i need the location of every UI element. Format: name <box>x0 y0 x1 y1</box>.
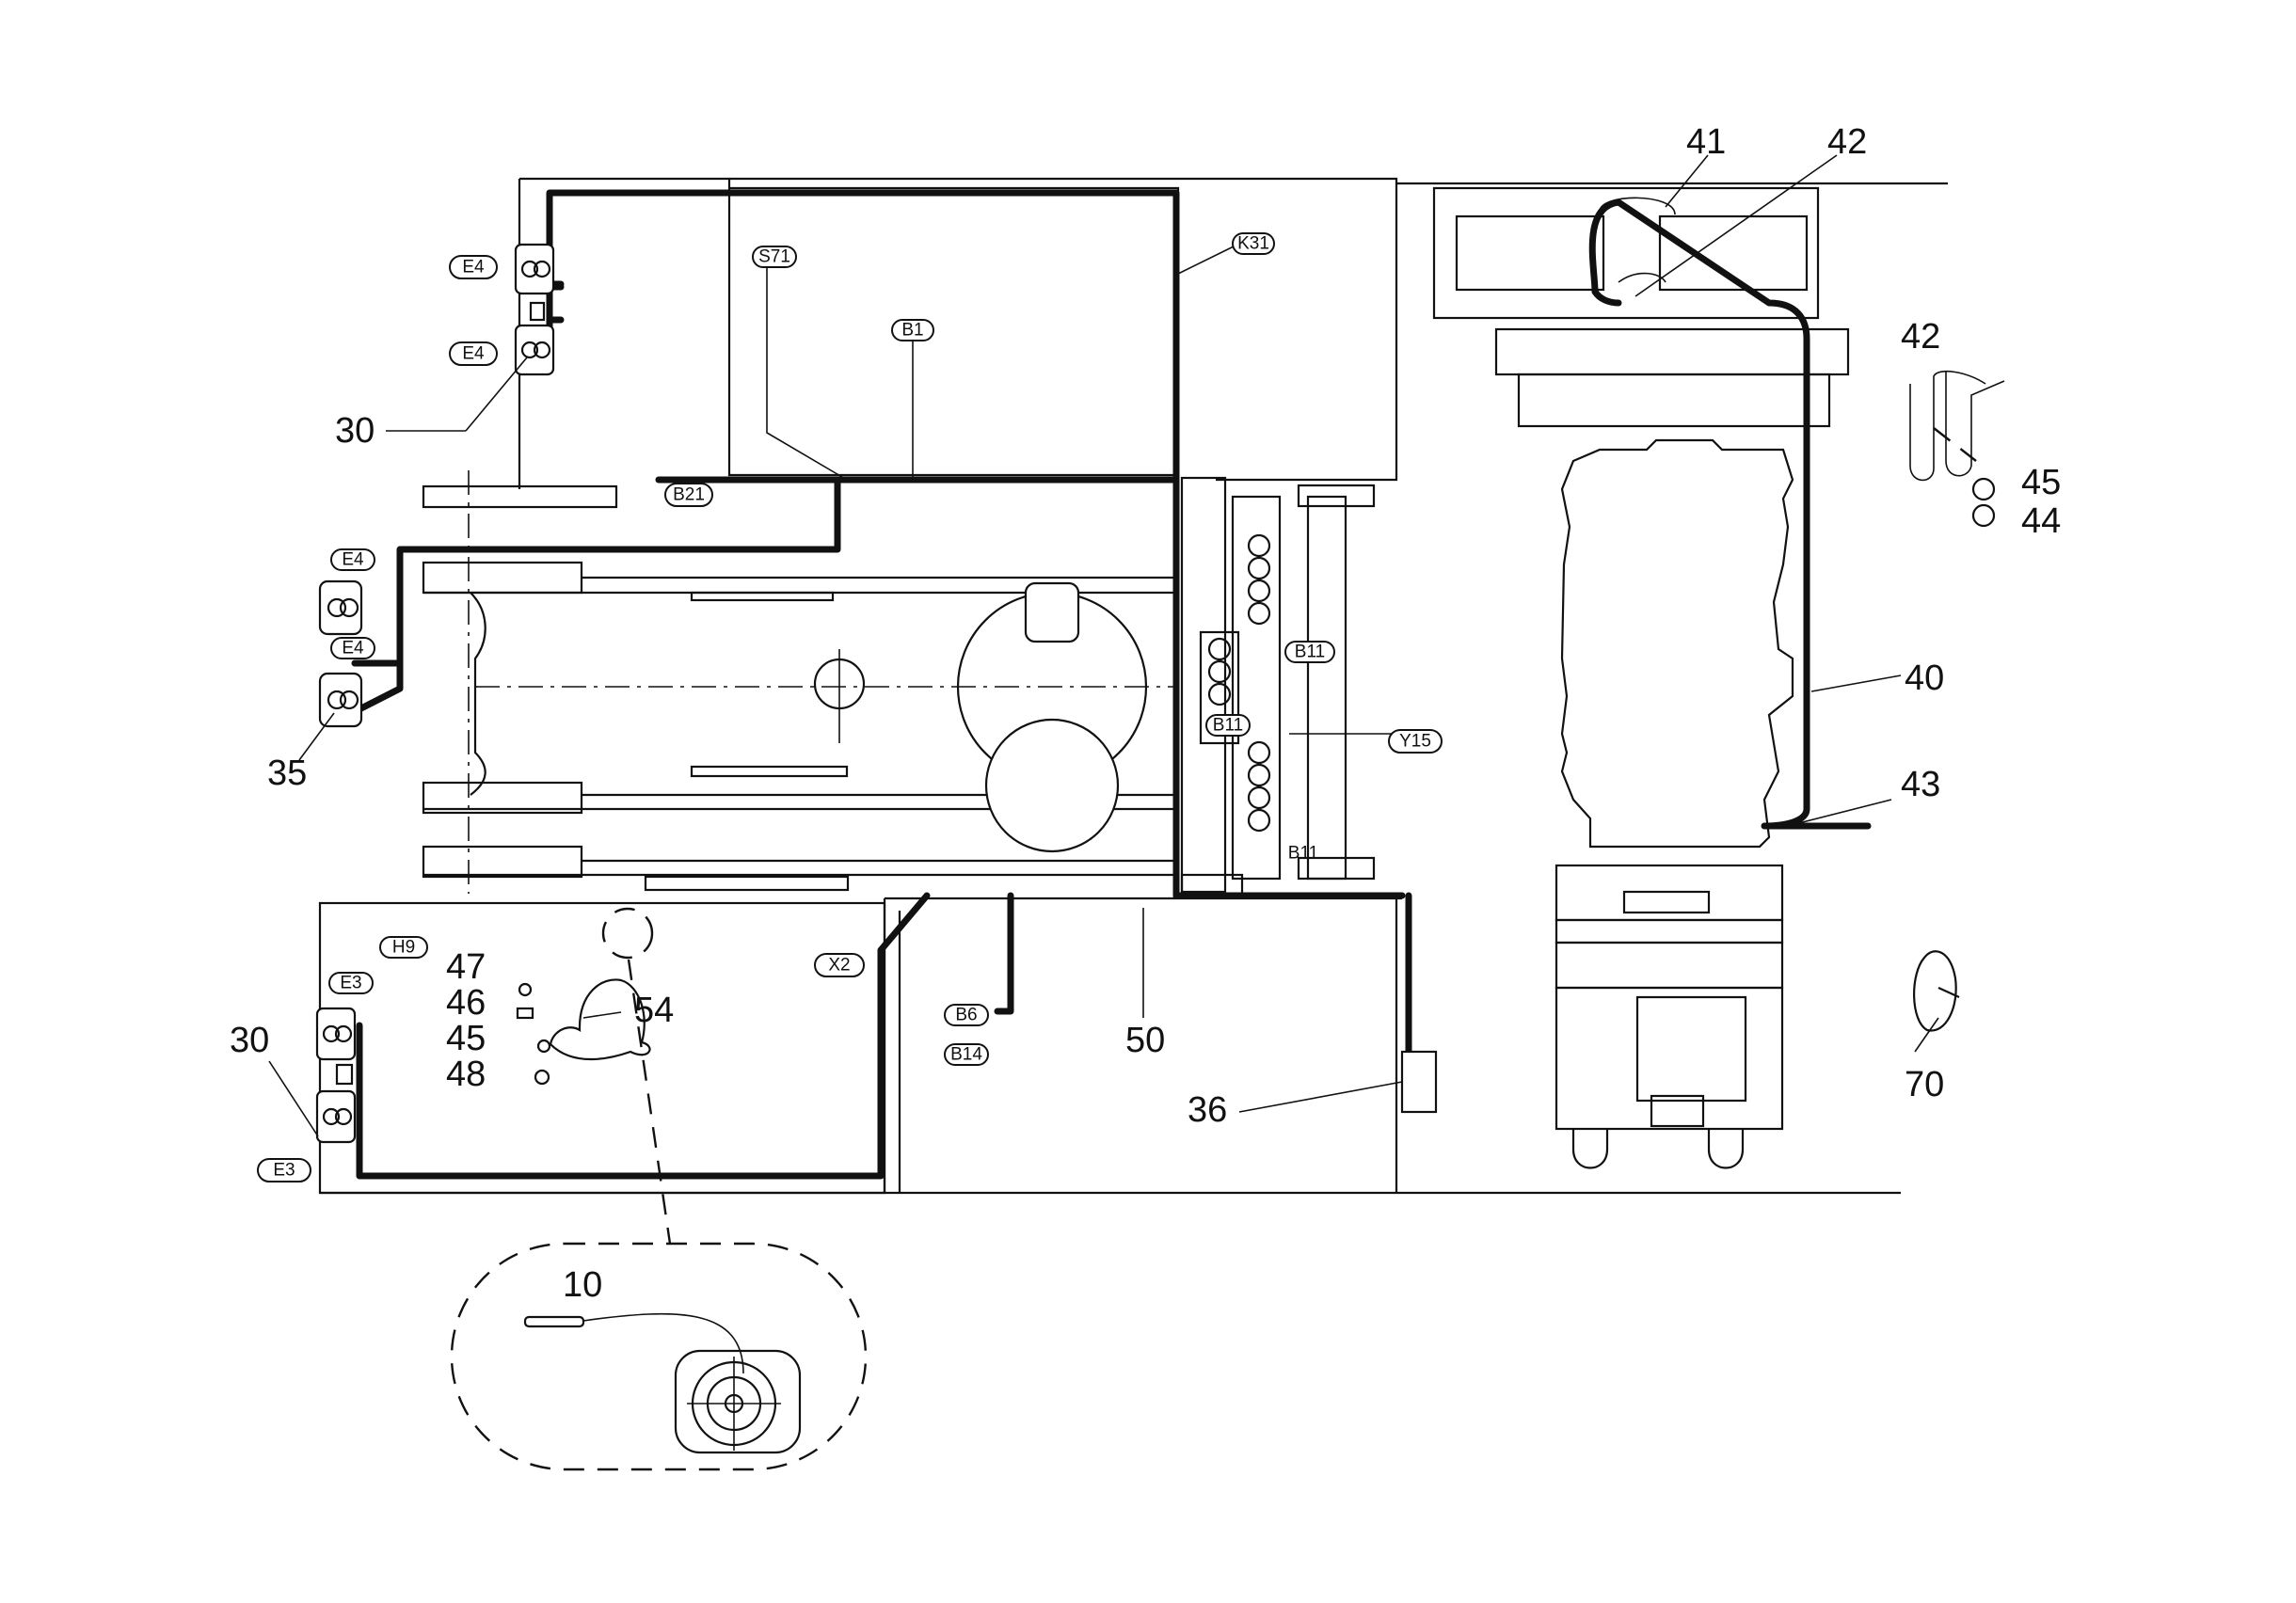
tag-e3-1: E3 <box>328 972 374 994</box>
svg-text:X2: X2 <box>828 956 850 976</box>
tag-e4-2: E4 <box>449 341 498 366</box>
tag-b11-c: B11 <box>1288 844 1318 864</box>
control-valve-block <box>1180 476 1376 897</box>
relay-box <box>1400 1050 1438 1114</box>
svg-text:B11: B11 <box>1213 716 1243 736</box>
tag-e3-2: E3 <box>257 1158 311 1182</box>
svg-text:B14: B14 <box>950 1045 982 1065</box>
work-lamp-e4-3 <box>318 579 363 636</box>
callout-50: 50 <box>1125 1021 1165 1060</box>
callout-leaders <box>268 154 1939 1137</box>
work-lamps <box>315 243 555 1144</box>
tag-b14: B14 <box>944 1043 989 1066</box>
tag-k31: K31 <box>1232 232 1275 255</box>
right-loose-parts <box>1913 477 1996 1032</box>
callout-44: 44 <box>2021 501 2061 541</box>
work-lamp-e3-1 <box>315 1007 357 1061</box>
tag-b11-b: B11 <box>1205 714 1251 737</box>
tag-b11-a: B11 <box>1284 641 1335 663</box>
callout-41: 41 <box>1686 122 1726 162</box>
callout-54: 54 <box>634 991 674 1030</box>
callout-10: 10 <box>563 1265 602 1305</box>
tag-s71: S71 <box>752 246 797 268</box>
callout-35: 35 <box>267 754 307 793</box>
callout-47: 47 <box>446 947 486 987</box>
svg-text:E3: E3 <box>340 974 361 993</box>
work-lamp-e4-4 <box>318 672 363 728</box>
tag-x2: X2 <box>814 953 865 977</box>
svg-text:K31: K31 <box>1237 234 1269 254</box>
svg-text:B11: B11 <box>1295 643 1325 662</box>
work-lamp-e3-2 <box>315 1089 357 1144</box>
tag-b6: B6 <box>944 1004 989 1026</box>
svg-text:B1: B1 <box>901 321 923 341</box>
callout-30-bottom: 30 <box>230 1021 269 1060</box>
callout-36: 36 <box>1188 1090 1227 1130</box>
svg-text:E3: E3 <box>273 1161 295 1181</box>
callout-45-left: 45 <box>446 1019 486 1058</box>
callout-42-right: 42 <box>1901 317 1940 357</box>
svg-text:S71: S71 <box>758 247 790 267</box>
callout-43: 43 <box>1901 765 1940 804</box>
tag-e4-1: E4 <box>449 255 498 279</box>
callout-30-top: 30 <box>335 411 375 451</box>
svg-text:B21: B21 <box>673 485 705 505</box>
detail-view-inset <box>450 1242 868 1471</box>
svg-text:H9: H9 <box>392 938 415 958</box>
callout-42-top: 42 <box>1827 122 1867 162</box>
callout-46: 46 <box>446 983 486 1023</box>
svg-text:E4: E4 <box>462 344 485 364</box>
tag-e4-3: E4 <box>330 548 375 571</box>
tag-e4-4: E4 <box>330 637 375 659</box>
tag-b21: B21 <box>664 483 713 507</box>
svg-text:E4: E4 <box>342 639 364 659</box>
tag-h9: H9 <box>379 936 428 959</box>
svg-text:Y15: Y15 <box>1399 732 1431 752</box>
work-lamp-e4-2 <box>514 324 555 376</box>
svg-text:E4: E4 <box>342 550 364 570</box>
horn-assembly <box>516 907 672 1245</box>
svg-text:E4: E4 <box>462 258 485 278</box>
callout-70: 70 <box>1905 1065 1944 1104</box>
engine <box>1555 438 1794 1169</box>
work-lamp-e4-1 <box>514 243 555 295</box>
tag-y15: Y15 <box>1388 729 1443 754</box>
callout-45-right: 45 <box>2021 463 2061 502</box>
tag-b1: B1 <box>891 319 934 341</box>
callout-40: 40 <box>1905 659 1944 698</box>
turntable <box>813 581 1148 853</box>
svg-text:B6: B6 <box>955 1006 977 1025</box>
callout-48: 48 <box>446 1055 486 1094</box>
thin-wiring <box>766 197 2005 736</box>
